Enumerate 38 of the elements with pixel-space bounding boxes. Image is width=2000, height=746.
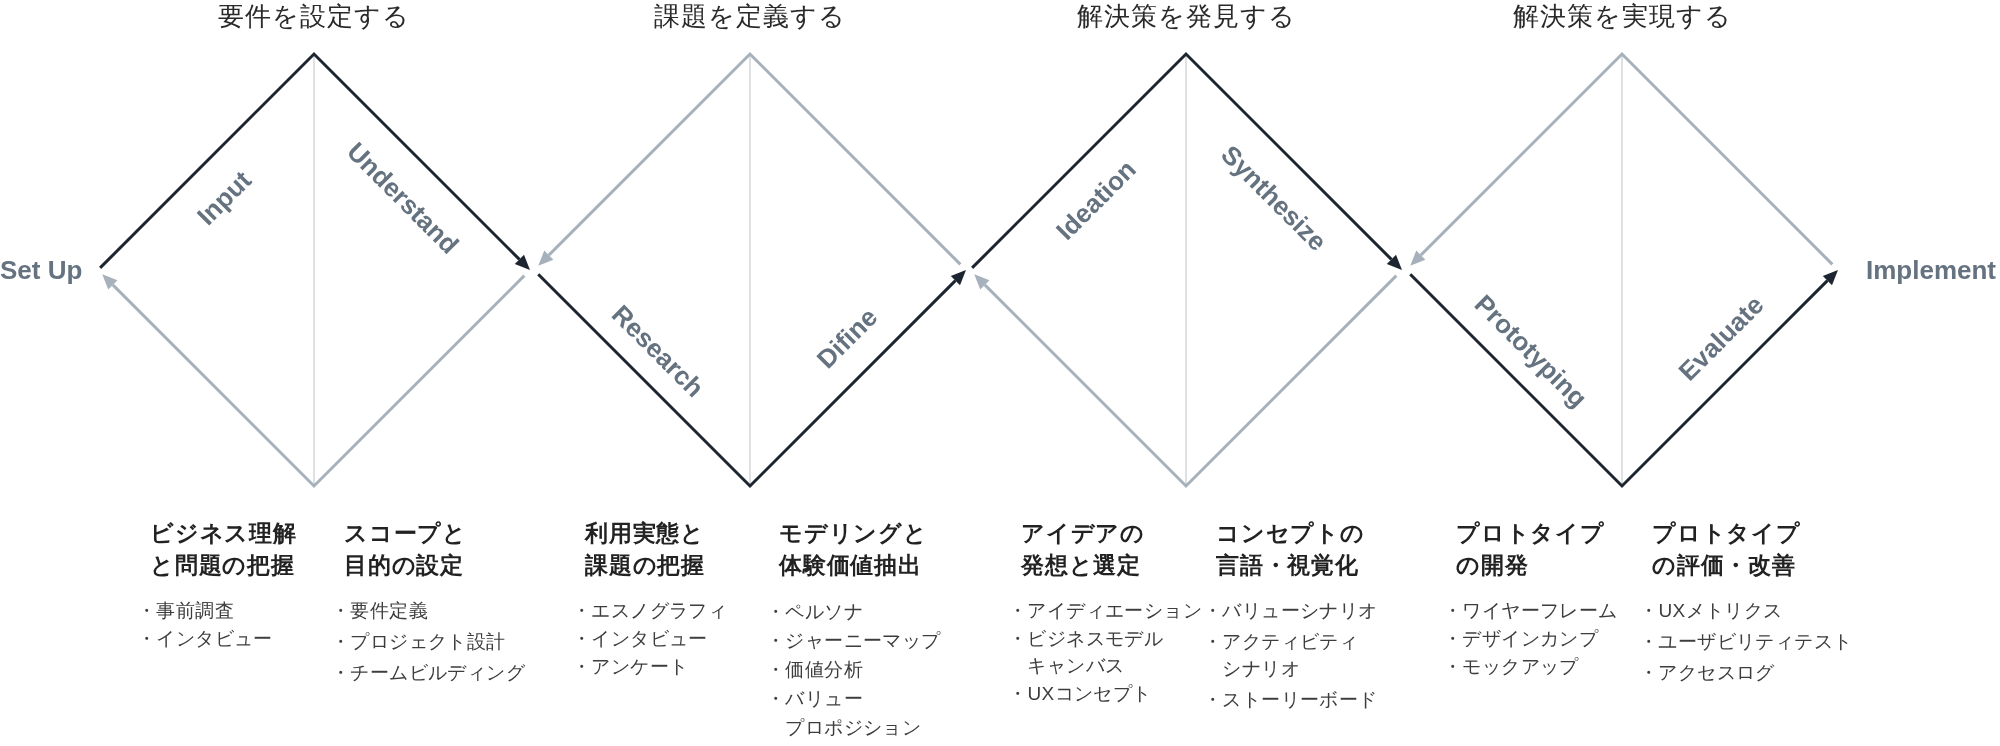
step-heading: スコープと目的の設定: [344, 519, 467, 580]
list-item: ・要件定義: [331, 599, 428, 623]
step-heading: モデリングと体験価値抽出: [779, 519, 928, 580]
list-item: ・インタビュー: [572, 627, 708, 651]
start-label: Set Up: [0, 255, 83, 285]
list-item: ・UXコンセプト: [1008, 682, 1152, 706]
list-item: ・アイディエーション: [1008, 599, 1202, 623]
step-heading: 利用実態と課題の把握: [585, 519, 705, 580]
end-label: Implement: [1866, 255, 1997, 285]
list-item: ・ストーリーボード: [1203, 688, 1378, 712]
list-item: ・モックアップ: [1443, 655, 1579, 679]
list-item: ・ワイヤーフレーム: [1443, 599, 1618, 623]
step-heading: ビジネス理解と問題の把握: [150, 519, 297, 580]
list-item: ・デザインカンプ: [1443, 627, 1599, 651]
list-item: ・インタビュー: [137, 627, 273, 651]
step-heading: プロトタイプの評価・改善: [1652, 519, 1801, 580]
list-item: ・事前調査: [137, 599, 234, 623]
phase-title: 要件を設定する: [218, 0, 410, 32]
list-item: ・アクティビティシナリオ: [1203, 630, 1359, 681]
list-item: ・ビジネスモデルキャンバス: [1008, 627, 1164, 678]
list-item: ・アクセスログ: [1639, 661, 1775, 685]
list-item: ・エスノグラフィ: [572, 599, 728, 623]
list-item: ・ペルソナ: [766, 600, 863, 624]
list-item: ・ユーザビリティテスト: [1639, 630, 1853, 654]
list-item: ・価値分析: [766, 658, 863, 682]
step-heading: アイデアの発想と選定: [1021, 519, 1145, 580]
step-heading: コンセプトの言語・視覚化: [1216, 519, 1365, 580]
list-item: ・アンケート: [572, 655, 689, 679]
phase-title: 課題を定義する: [654, 0, 846, 32]
list-item: ・バリュープロポジション: [766, 687, 922, 740]
phase-title: 解決策を実現する: [1512, 0, 1732, 32]
list-item: ・ジャーニーマップ: [766, 629, 941, 653]
list-item: ・チームビルディング: [331, 661, 525, 685]
phase-title: 解決策を発見する: [1076, 0, 1296, 32]
list-item: ・バリューシナリオ: [1203, 599, 1378, 623]
list-item: ・プロジェクト設計: [331, 630, 506, 654]
step-heading: プロトタイプの開発: [1456, 519, 1605, 580]
list-item: ・UXメトリクス: [1639, 599, 1783, 623]
